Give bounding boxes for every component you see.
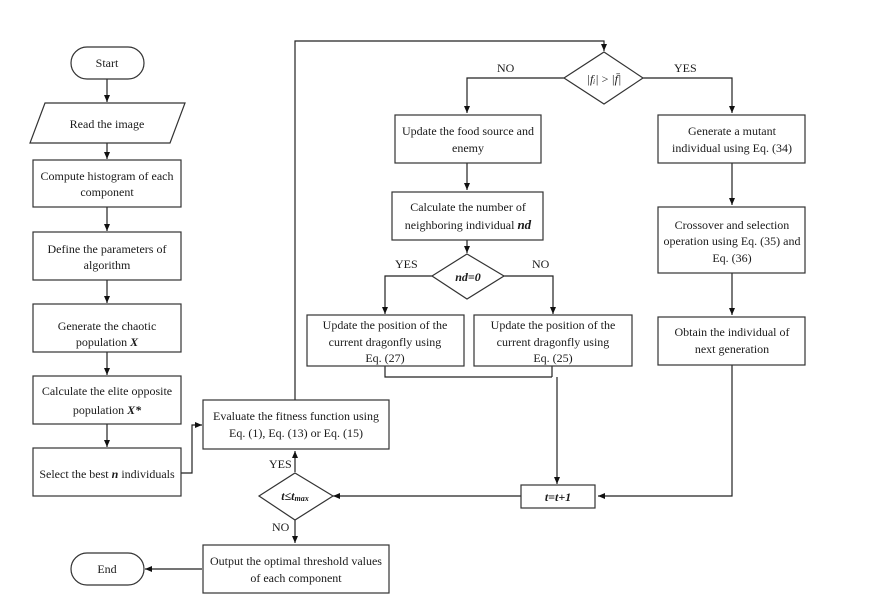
next-gen-line1: Obtain the individual of — [675, 325, 790, 339]
crossover-line2: operation using Eq. (35) and — [664, 234, 801, 248]
calc-elite-line2: population X* — [73, 403, 142, 417]
node-update-position-25: Update the position of the current drago… — [473, 314, 633, 367]
nd-decision-label: nd=0 — [455, 270, 481, 284]
node-read-image: Read the image — [29, 102, 186, 144]
edge-evaluate-fitness — [294, 40, 607, 400]
output-line1: Output the optimal threshold values — [210, 554, 382, 568]
node-update-food: Update the food source and enemy — [394, 114, 542, 164]
compute-hist-line2: component — [80, 185, 134, 199]
node-compute-histogram: Compute histogram of each component — [32, 159, 182, 208]
read-image-label: Read the image — [70, 117, 145, 131]
pos27-line3: Eq. (27) — [365, 351, 404, 365]
evaluate-line2: Eq. (1), Eq. (13) or Eq. (15) — [229, 426, 363, 440]
fitness-decision-label: |fᵢ|>|f̄| — [587, 72, 622, 86]
pos27-line1: Update the position of the — [323, 318, 448, 332]
select-best-label: Select the best n individuals — [39, 467, 175, 481]
end-label: End — [97, 562, 116, 576]
calc-nd-line1: Calculate the number of — [410, 200, 526, 214]
evaluate-line1: Evaluate the fitness function using — [213, 409, 379, 423]
edge-nextgen-increment — [598, 365, 733, 499]
pos25-line2: current dragonfly using — [497, 335, 610, 349]
pos27-line2: current dragonfly using — [329, 335, 442, 349]
node-calc-nd: Calculate the number of neighboring indi… — [391, 191, 544, 241]
gen-chaotic-line1: Generate the chaotic — [58, 319, 157, 333]
node-crossover-selection: Crossover and selection operation using … — [657, 206, 806, 274]
mutant-line1: Generate a mutant — [688, 124, 777, 138]
node-calc-elite: Calculate the elite opposite population … — [32, 375, 182, 425]
mutant-line2: individual using Eq. (34) — [672, 141, 792, 155]
node-fitness-decision: |fᵢ|>|f̄| — [562, 51, 645, 105]
node-output-thresholds: Output the optimal threshold values of e… — [202, 544, 390, 594]
edge-nd-no — [503, 275, 556, 314]
edge-fitness-no — [464, 77, 564, 113]
calc-elite-line1: Calculate the elite opposite — [42, 384, 172, 398]
crossover-line3: Eq. (36) — [712, 251, 751, 265]
calc-nd-line2: neighboring individual nd — [405, 217, 532, 232]
pos25-line1: Update the position of the — [491, 318, 616, 332]
define-params-line2: algorithm — [84, 258, 131, 272]
fitness-yes-label: YES — [674, 61, 697, 75]
nd-yes-label: YES — [395, 257, 418, 271]
update-food-line2: enemy — [452, 141, 484, 155]
edge-fitness-yes — [643, 77, 735, 113]
nd-no-label: NO — [532, 257, 550, 271]
node-nd-decision: nd=0 — [430, 253, 506, 300]
edges — [104, 40, 735, 572]
gen-chaotic-line2: population X — [76, 335, 139, 349]
define-params-line1: Define the parameters of — [48, 242, 167, 256]
fitness-no-label: NO — [497, 61, 515, 75]
pos25-line3: Eq. (25) — [533, 351, 572, 365]
edge-select-evaluate — [181, 422, 202, 474]
edge-nd-yes — [382, 275, 432, 314]
node-end: End — [70, 552, 145, 586]
node-start: Start — [70, 46, 145, 80]
node-define-parameters: Define the parameters of algorithm — [32, 231, 182, 281]
compute-hist-line1: Compute histogram of each — [41, 169, 174, 183]
node-iteration-check: t≤tmax — [257, 472, 335, 521]
edge-pos27-join — [384, 366, 552, 378]
crossover-line1: Crossover and selection — [675, 218, 790, 232]
node-evaluate-fitness: Evaluate the fitness function using Eq. … — [202, 399, 390, 450]
node-increment: t=t+1 — [520, 484, 596, 509]
node-update-position-27: Update the position of the current drago… — [306, 314, 465, 367]
next-gen-line2: next generation — [695, 342, 769, 356]
iter-yes-label: YES — [269, 457, 292, 471]
update-food-line1: Update the food source and — [402, 124, 534, 138]
iteration-check-label: t≤tmax — [281, 489, 309, 503]
node-next-generation: Obtain the individual of next generation — [657, 316, 806, 366]
node-generate-chaotic: Generate the chaotic population X — [32, 303, 182, 353]
start-label: Start — [96, 56, 119, 70]
iter-no-label: NO — [272, 520, 290, 534]
node-generate-mutant: Generate a mutant individual using Eq. (… — [657, 114, 806, 164]
increment-label: t=t+1 — [545, 490, 571, 504]
output-line2: of each component — [250, 571, 342, 585]
node-select-best: Select the best n individuals — [32, 447, 182, 497]
